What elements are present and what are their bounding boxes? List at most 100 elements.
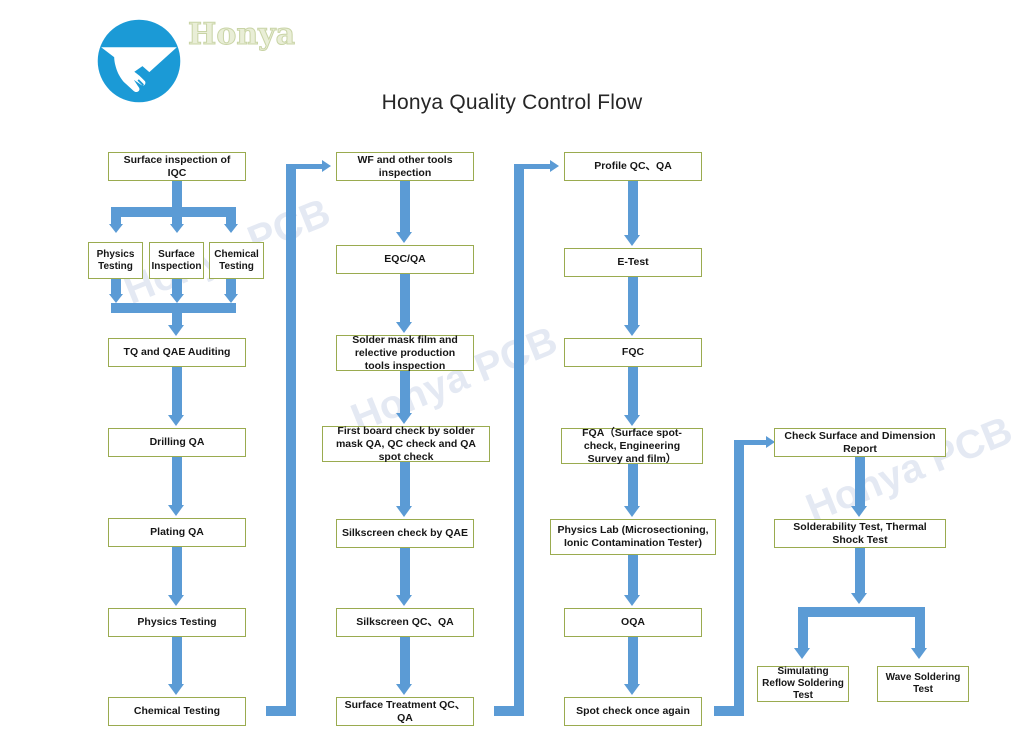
edge-col3-col4-horizontal-bottom bbox=[714, 706, 744, 716]
edge-c1-split-left bbox=[111, 207, 121, 224]
flow-node[interactable]: Chemical Testing bbox=[108, 697, 246, 726]
edge-c3n1-c3n2 bbox=[628, 181, 638, 235]
arrowhead-to-chemical-testing bbox=[224, 224, 238, 233]
arrowhead-to-silkscreen-check-qae bbox=[396, 506, 412, 517]
edge-c2n1-c2n2 bbox=[400, 181, 410, 232]
arrowhead-to-check-surface-report bbox=[766, 436, 775, 448]
flow-node[interactable]: Silkscreen QC、QA bbox=[336, 608, 474, 637]
arrowhead-to-eqc-qa bbox=[396, 232, 412, 243]
flow-node[interactable]: Surface inspection of IQC bbox=[108, 152, 246, 181]
flow-node-label: Spot check once again bbox=[576, 705, 690, 717]
flow-node[interactable]: WF and other tools inspection bbox=[336, 152, 474, 181]
arrowhead-chemical-merge bbox=[224, 294, 238, 303]
edge-col1-col2-vertical bbox=[286, 164, 296, 716]
flow-node[interactable]: Surface Treatment QC、QA bbox=[336, 697, 474, 726]
edge-c1n6-c1n7 bbox=[172, 457, 182, 505]
flow-node-label: Check Surface and Dimension Report bbox=[784, 429, 936, 455]
handshake-circle-icon bbox=[97, 19, 181, 103]
edge-surface-down bbox=[172, 279, 182, 294]
flow-node[interactable]: EQC/QA bbox=[336, 245, 474, 274]
arrowhead-to-fqa bbox=[624, 415, 640, 426]
arrowhead-to-first-board-check bbox=[396, 413, 412, 424]
edge-c1n1-down bbox=[172, 181, 182, 213]
flow-node[interactable]: E-Test bbox=[564, 248, 702, 277]
flow-node-label: E-Test bbox=[617, 256, 649, 268]
arrowhead-to-physics-lab bbox=[624, 506, 640, 517]
edge-c1n5-c1n6 bbox=[172, 367, 182, 415]
flow-node-label: TQ and QAE Auditing bbox=[123, 346, 231, 358]
arrowhead-to-surface-inspection bbox=[170, 224, 184, 233]
edge-col2-col3-horizontal-top bbox=[514, 164, 550, 169]
arrowhead-to-oqa bbox=[624, 595, 640, 606]
edge-c3n4-c3n5 bbox=[628, 464, 638, 506]
edge-c1n8-c1n9 bbox=[172, 637, 182, 684]
arrowhead-to-solder-mask-film bbox=[396, 322, 412, 333]
flow-node[interactable]: TQ and QAE Auditing bbox=[108, 338, 246, 367]
flow-node-label: Physics Lab (Microsectioning, Ionic Cont… bbox=[557, 524, 709, 549]
flow-node[interactable]: FQC bbox=[564, 338, 702, 367]
flow-node-label: Chemical Testing bbox=[214, 248, 259, 272]
arrowhead-surface-merge bbox=[170, 294, 184, 303]
flow-node-label: EQC/QA bbox=[384, 253, 426, 265]
flow-node-label: Solderability Test, Thermal Shock Test bbox=[793, 520, 927, 546]
arrowhead-to-wave-soldering-test bbox=[911, 648, 927, 659]
arrowhead-to-solderability-test bbox=[851, 506, 867, 517]
edge-c1-split-mid bbox=[172, 207, 182, 224]
edge-c2n2-c2n3 bbox=[400, 274, 410, 322]
edge-col1-col2-horizontal-top bbox=[286, 164, 322, 169]
flow-node-label: Plating QA bbox=[150, 526, 204, 538]
edge-c4-split-right bbox=[915, 607, 925, 648]
flow-node[interactable]: Physics Lab (Microsectioning, Ionic Cont… bbox=[550, 519, 716, 555]
flow-node[interactable]: Check Surface and Dimension Report bbox=[774, 428, 946, 457]
flow-node[interactable]: Solderability Test, Thermal Shock Test bbox=[774, 519, 946, 548]
edge-col1-col2-horizontal-bottom bbox=[266, 706, 296, 716]
arrowhead-physics-merge bbox=[109, 294, 123, 303]
edge-c1-merge-stem bbox=[172, 303, 182, 325]
arrowhead-to-drilling-qa bbox=[168, 415, 184, 426]
flow-node-label: Silkscreen check by QAE bbox=[341, 527, 469, 539]
flow-node-label: Physics Testing bbox=[96, 248, 135, 272]
edge-c2n4-c2n5 bbox=[400, 462, 410, 506]
flow-node-label: Profile QC、QA bbox=[594, 160, 672, 172]
flow-node[interactable]: Solder mask film and relective productio… bbox=[336, 334, 474, 372]
edge-c2n3-c2n4 bbox=[400, 371, 410, 413]
edge-c1n7-c1n8 bbox=[172, 547, 182, 595]
edge-chemical-down bbox=[226, 279, 236, 294]
brand-name: Honya bbox=[187, 17, 296, 52]
arrowhead-to-fqc bbox=[624, 325, 640, 336]
flow-node[interactable]: Simulating Reflow Soldering Test bbox=[757, 666, 849, 702]
flow-node[interactable]: Chemical Testing bbox=[209, 242, 264, 279]
flow-node[interactable]: OQA bbox=[564, 608, 702, 637]
flow-node[interactable]: First board check by solder mask QA, QC … bbox=[322, 425, 490, 463]
flow-node[interactable]: Surface Inspection bbox=[149, 242, 204, 279]
flow-node[interactable]: Plating QA bbox=[108, 518, 246, 547]
edge-c4-split-left bbox=[798, 607, 808, 648]
arrowhead-to-spot-check-once-again bbox=[624, 684, 640, 695]
arrowhead-to-wf-tools-inspection bbox=[322, 160, 331, 172]
flow-node[interactable]: Physics Testing bbox=[88, 242, 143, 279]
flow-node[interactable]: Wave Soldering Test bbox=[877, 666, 969, 702]
flow-node[interactable]: Profile QC、QA bbox=[564, 152, 702, 181]
flow-node-label: Drilling QA bbox=[149, 436, 205, 448]
arrowhead-to-split-bus bbox=[851, 593, 867, 604]
flow-node[interactable]: FQA（Surface spot-check, Engineering Surv… bbox=[561, 427, 703, 465]
edge-c4n1-c4n2 bbox=[855, 457, 865, 506]
edge-col3-col4-horizontal-top bbox=[734, 440, 766, 445]
flow-node[interactable]: Drilling QA bbox=[108, 428, 246, 457]
arrowhead-to-tq-qae-auditing bbox=[168, 325, 184, 336]
brand-logo: Honya bbox=[96, 8, 366, 108]
arrowhead-to-physics-testing-2 bbox=[168, 595, 184, 606]
flow-node[interactable]: Physics Testing bbox=[108, 608, 246, 637]
edge-c3n6-c3n7 bbox=[628, 637, 638, 684]
edge-c3n3-c3n4 bbox=[628, 367, 638, 415]
flow-node[interactable]: Silkscreen check by QAE bbox=[336, 519, 474, 548]
edge-c3n2-c3n3 bbox=[628, 277, 638, 325]
arrowhead-to-chemical-testing-2 bbox=[168, 684, 184, 695]
edge-c2n6-c2n7 bbox=[400, 637, 410, 684]
arrowhead-to-simulating-reflow-test bbox=[794, 648, 810, 659]
flow-node-label: Surface Treatment QC、QA bbox=[344, 698, 466, 724]
edge-c1-split-right bbox=[226, 207, 236, 224]
edge-c2n5-c2n6 bbox=[400, 548, 410, 595]
flow-node[interactable]: Spot check once again bbox=[564, 697, 702, 726]
